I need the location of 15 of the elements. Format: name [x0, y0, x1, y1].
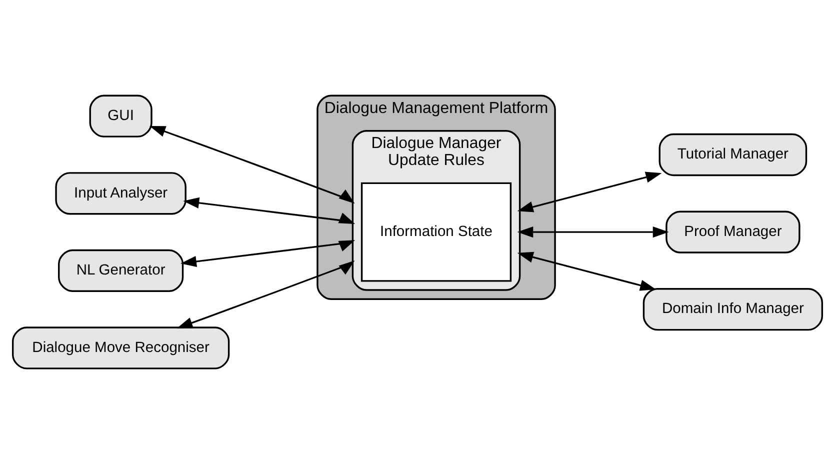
node-box: GUI [89, 94, 152, 138]
node-box: Dialogue Move Recogniser [12, 326, 230, 370]
node-box: NL Generator [58, 249, 184, 292]
arrow [180, 240, 356, 268]
node-box: Proof Manager [666, 210, 800, 254]
arrow [176, 260, 355, 328]
arrow [517, 172, 662, 212]
arrow [517, 226, 669, 238]
node-box: Tutorial Manager [658, 133, 808, 176]
node-box: Input Analyser [55, 172, 186, 215]
arrow [517, 252, 656, 291]
node-box: Domain Info Manager [642, 288, 824, 331]
arrow [150, 126, 355, 204]
arrow [183, 197, 356, 224]
node-box: Information State [360, 182, 512, 282]
